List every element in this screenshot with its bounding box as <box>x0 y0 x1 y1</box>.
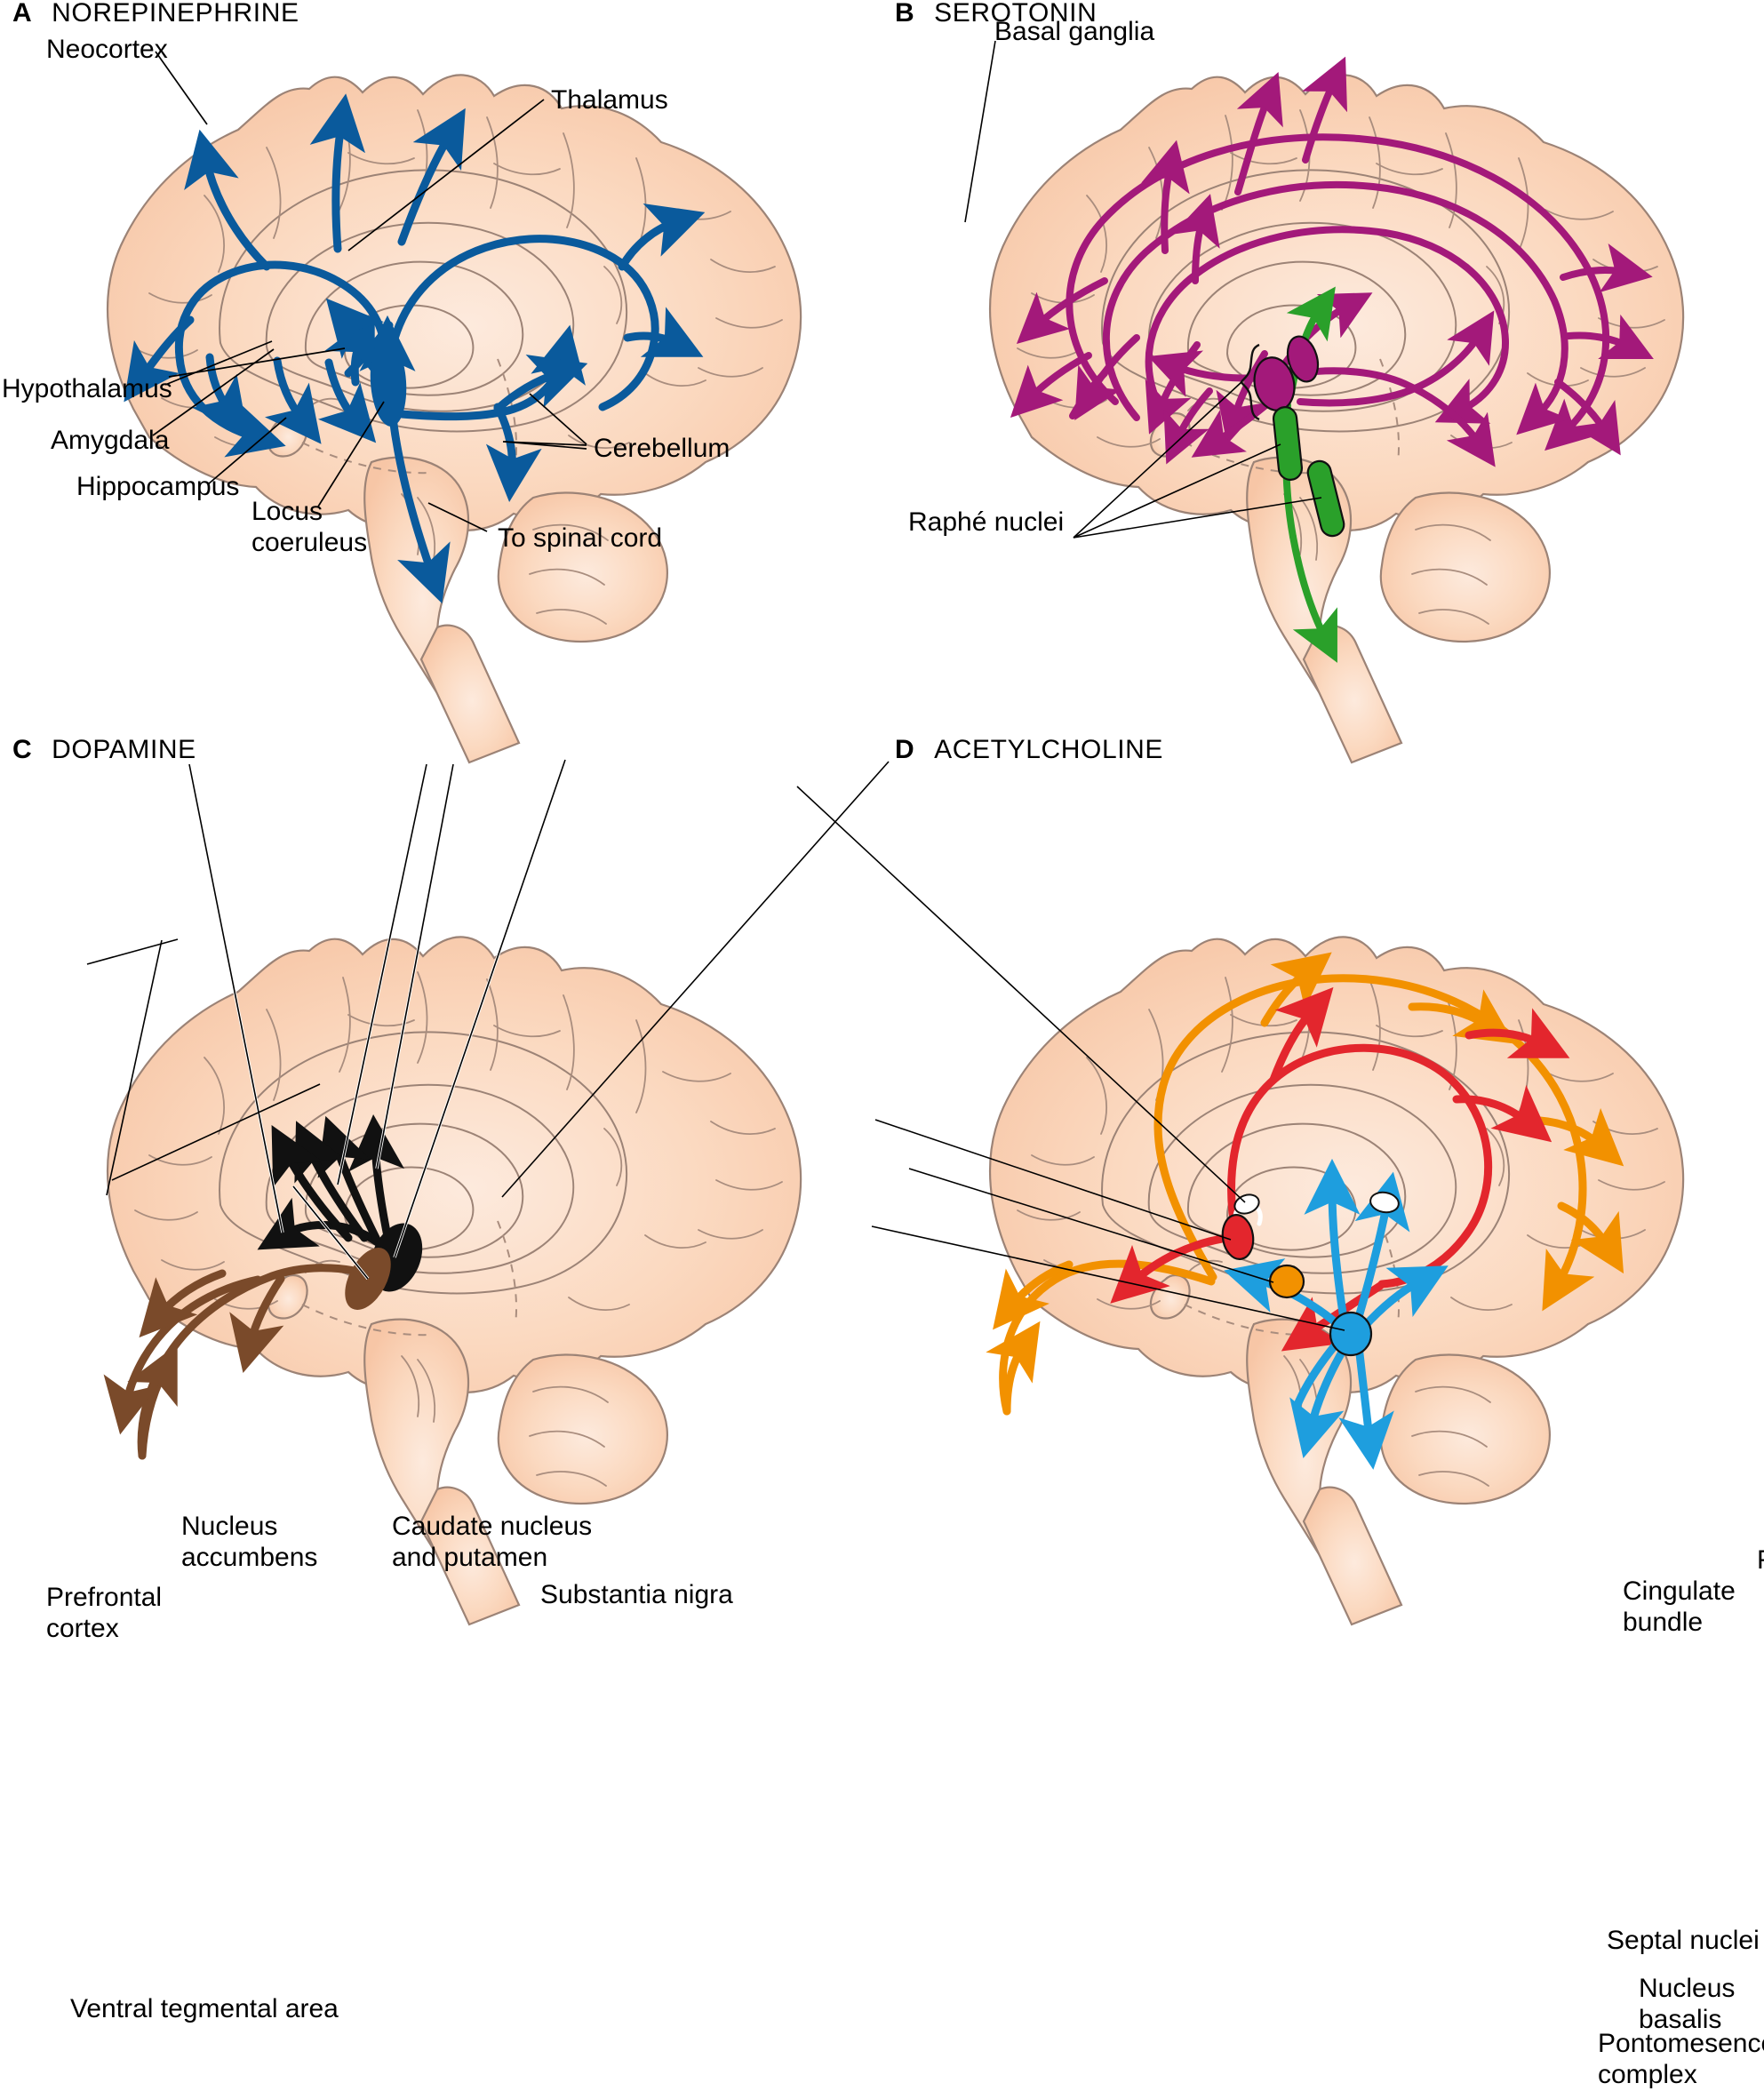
fornix-loop-anterior <box>1233 1193 1260 1215</box>
label-cingulate-bundle: Cingulate bundle <box>1623 1576 1736 1638</box>
label-prefrontal-cortex: Prefrontal cortex <box>46 1583 163 1644</box>
panel-d-title: ACETYLCHOLINE <box>934 735 1164 764</box>
label-nucleus-accumbens: Nucleus accumbens <box>181 1512 318 1573</box>
label-pontomesencephalotegmental-complex: Pontomesencephalotegmental complex <box>1598 2029 1764 2090</box>
label-nucleus-basalis: Nucleus basalis <box>1639 1974 1736 2035</box>
label-raphe-nuclei: Raphé nuclei <box>908 507 1065 537</box>
septal-nuclei-marker <box>1221 1214 1255 1260</box>
panel-a-illustration <box>106 51 802 764</box>
panel-c-title: DOPAMINE <box>52 735 196 764</box>
label-locus-coeruleus: Locus coeruleus <box>251 497 368 558</box>
panel-acetylcholine: D ACETYLCHOLINE <box>501 735 1764 2089</box>
label-basal-ganglia: Basal ganglia <box>994 17 1155 46</box>
panel-dopamine: C DOPAMINE <box>0 735 882 2023</box>
panel-b-letter: B <box>895 0 915 28</box>
label-substantia-nigra: Substantia nigra <box>540 1580 733 1609</box>
label-thalamus: Thalamus <box>551 85 668 115</box>
label-hippocampus: Hippocampus <box>76 472 240 501</box>
panel-c-illustration <box>103 759 802 1626</box>
serotonin-pathways <box>1010 56 1654 467</box>
panel-a-heading: A NOREPINEPHRINE <box>12 0 299 28</box>
label-cerebellum: Cerebellum <box>594 434 730 463</box>
locus-coeruleus-marker <box>370 338 407 427</box>
label-caudate-putamen: Caudate nucleus and putamen <box>392 1512 593 1573</box>
panel-b-heading: B SEROTONIN <box>895 0 1097 28</box>
panel-d-leaders <box>501 761 1345 1331</box>
label-neocortex: Neocortex <box>46 35 168 64</box>
raphe-nucleus-pontine-marker <box>1272 406 1304 481</box>
panel-b-leaders <box>964 40 1322 539</box>
dopamine-mesolimbic-pathways <box>103 1264 374 1460</box>
fornix-loop-posterior <box>1369 1191 1400 1214</box>
panel-b-title: SEROTONIN <box>934 0 1098 28</box>
panel-norepinephrine: A NOREPINEPHRINE <box>0 0 882 812</box>
panel-b-illustration <box>964 40 1685 764</box>
label-to-spinal-cord: To spinal cord <box>498 523 663 553</box>
label-ventral-tegmental-area: Ventral tegmental area <box>70 1994 339 2023</box>
panel-serotonin: B SEROTONIN <box>882 0 1764 812</box>
panel-c-letter: C <box>12 735 33 764</box>
panel-a-letter: A <box>12 0 33 28</box>
pontomesencephalotegmental-marker <box>1329 1311 1373 1357</box>
label-fornix: Fornix <box>1757 1544 1764 1576</box>
panel-a-title: NOREPINEPHRINE <box>52 0 299 28</box>
label-amygdala: Amygdala <box>51 426 170 455</box>
label-septal-nuclei: Septal nuclei <box>1607 1926 1760 1955</box>
raphe-nucleus-upper-marker <box>1286 335 1320 383</box>
panel-d-heading: D ACETYLCHOLINE <box>895 735 1163 765</box>
panel-d-letter: D <box>895 735 915 764</box>
panel-c-heading: C DOPAMINE <box>12 735 196 765</box>
nucleus-basalis-marker <box>1268 1264 1305 1299</box>
raphe-nucleus-medullary-marker <box>1306 459 1345 538</box>
panel-d-illustration <box>501 761 1685 1626</box>
ach-pontomesencephalotegmental-pathways <box>1224 1158 1449 1470</box>
label-hypothalamus: Hypothalamus <box>2 374 172 403</box>
panel-a-leaders <box>152 51 587 532</box>
